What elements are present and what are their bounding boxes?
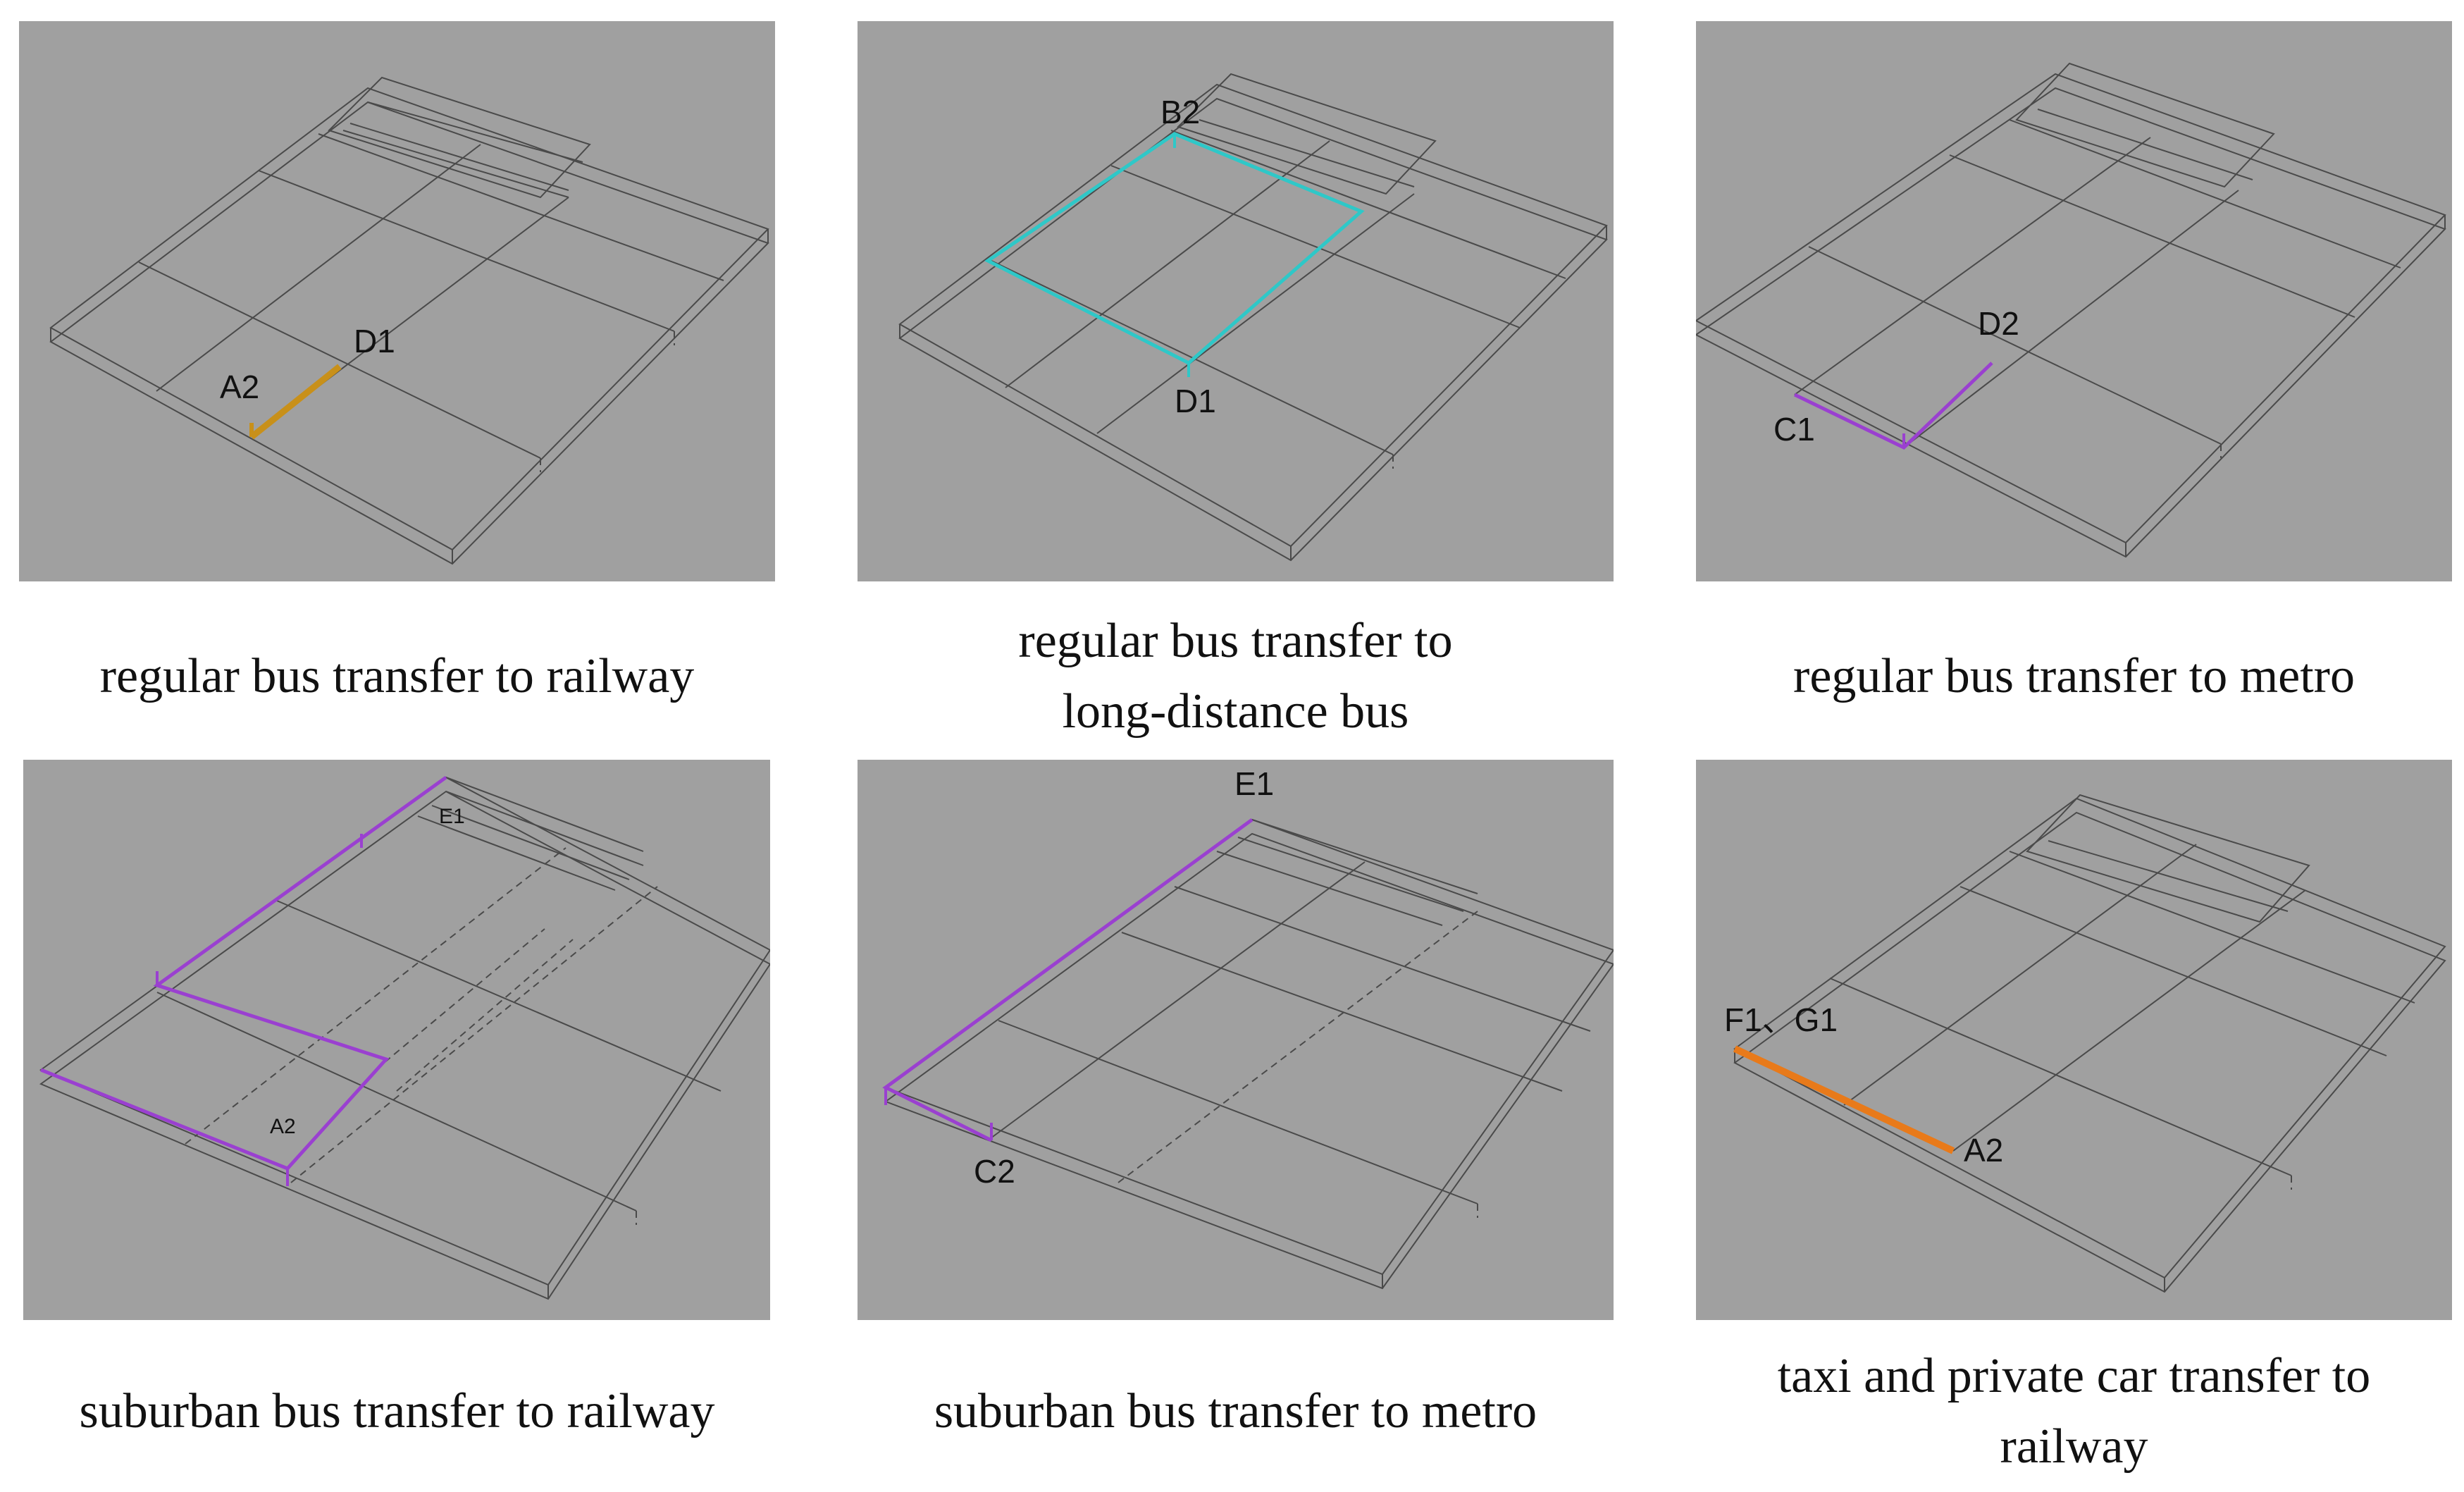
caption-suburban-bus-railway: suburban bus transfer to railway xyxy=(0,1376,794,1447)
station-wireframe xyxy=(39,776,770,1300)
transfer-route-line xyxy=(40,775,447,1171)
panel-regular-bus-long-distance: B2 D1 xyxy=(858,21,1614,581)
caption-taxi-private-car-railway: taxi and private car transfer to railway xyxy=(1696,1341,2452,1482)
viewport-background xyxy=(1696,21,2452,581)
station-wireframe xyxy=(1696,62,2446,558)
caption-line: long-distance bus xyxy=(1062,684,1409,739)
caption-suburban-bus-metro: suburban bus transfer to metro xyxy=(858,1376,1614,1447)
transfer-route-line xyxy=(249,364,342,440)
node-label-a2: A2 xyxy=(270,1115,296,1138)
viewport-background xyxy=(858,760,1614,1320)
node-label-b2: B2 xyxy=(1160,94,1200,130)
node-label-c1: C1 xyxy=(1773,411,1815,448)
caption-line: taxi and private car transfer to xyxy=(1777,1349,2371,1403)
viewport-background xyxy=(23,760,770,1320)
node-label-a2: A2 xyxy=(1964,1132,2003,1169)
viewport-background xyxy=(19,21,775,581)
station-wireframe xyxy=(1733,794,2446,1293)
panel-suburban-bus-metro: E1 C2 xyxy=(858,760,1614,1320)
wireframe-model: E1 C2 xyxy=(858,760,1614,1320)
viewport-background xyxy=(858,21,1614,581)
caption-regular-bus-railway: regular bus transfer to railway xyxy=(19,641,775,712)
node-label-e1: E1 xyxy=(439,805,465,828)
wireframe-model: B2 D1 xyxy=(858,21,1614,581)
panel-regular-bus-metro: C1 D2 xyxy=(1696,21,2452,581)
wireframe-model: E1 A2 xyxy=(23,760,770,1320)
station-wireframe xyxy=(49,76,769,565)
caption-line: suburban bus transfer to railway xyxy=(79,1384,715,1438)
node-label-a2: A2 xyxy=(220,369,259,405)
caption-line: railway xyxy=(2000,1419,2148,1474)
viewport-background xyxy=(1696,760,2452,1320)
panel-taxi-private-car-railway: F1、G1 A2 xyxy=(1696,760,2452,1320)
caption-regular-bus-metro: regular bus transfer to metro xyxy=(1696,641,2452,712)
panel-suburban-bus-railway: E1 A2 xyxy=(23,760,770,1320)
node-label-f1-g1: F1、G1 xyxy=(1724,1001,1838,1038)
caption-line: regular bus transfer to metro xyxy=(1793,649,2355,703)
node-label-d1: D1 xyxy=(354,323,395,359)
panel-regular-bus-railway: A2 D1 xyxy=(19,21,775,581)
caption-line: regular bus transfer to railway xyxy=(99,649,695,703)
wireframe-model: A2 D1 xyxy=(19,21,775,581)
node-label-d2: D2 xyxy=(1978,305,2019,342)
caption-line: suburban bus transfer to metro xyxy=(934,1384,1537,1438)
wireframe-model: C1 D2 xyxy=(1696,21,2452,581)
node-label-c2: C2 xyxy=(974,1153,1015,1190)
transfer-route-line xyxy=(984,132,1365,365)
node-label-d1: D1 xyxy=(1175,383,1216,419)
caption-line: regular bus transfer to xyxy=(1018,614,1453,668)
node-label-e1: E1 xyxy=(1234,765,1274,802)
transfer-route-line xyxy=(1733,1045,1955,1154)
wireframe-model: F1、G1 A2 xyxy=(1696,760,2452,1320)
caption-regular-bus-long-distance: regular bus transfer to long-distance bu… xyxy=(858,606,1614,747)
